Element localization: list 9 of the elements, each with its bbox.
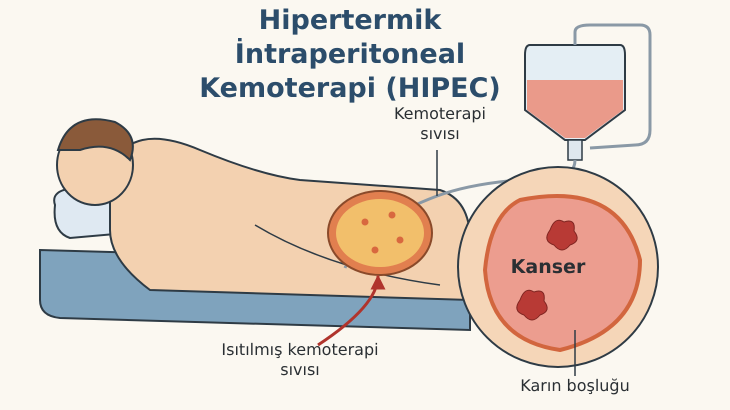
abdominal-opening-drawing	[327, 190, 433, 276]
magnified-cavity-drawing	[457, 166, 659, 368]
part-label: Kanser	[510, 255, 586, 279]
callout-label: Isıtılmış kemoterapi sıvısı	[215, 340, 385, 380]
callout-label: Karın boşluğu	[505, 376, 645, 396]
callout-label: Kemoterapi sıvısı	[375, 104, 505, 144]
title: Hipertermik İntraperitoneal Kemoterapi (HIPEC)	[198, 4, 502, 106]
leader-line	[436, 150, 438, 196]
arrow	[317, 274, 384, 346]
